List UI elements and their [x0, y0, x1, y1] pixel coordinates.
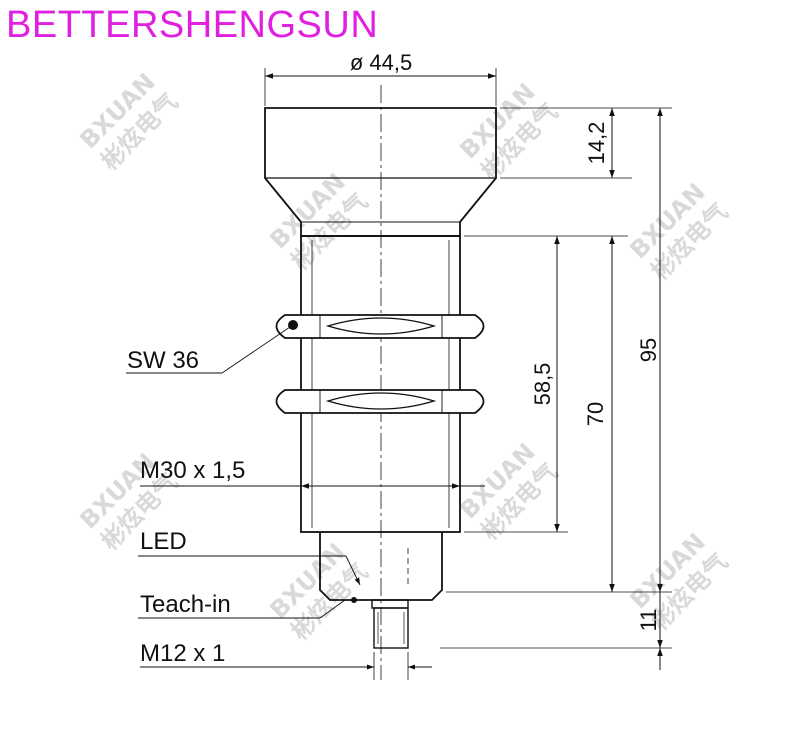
wrench-size-label: SW 36	[127, 347, 199, 374]
teach-in-label: Teach-in	[140, 591, 231, 618]
dim-total-length: 95	[636, 108, 663, 648]
hex-nut-upper	[275, 314, 485, 339]
dim-thread-length: 58,5	[530, 236, 560, 532]
callout-thread-size: M30 x 1,5	[140, 457, 485, 489]
callout-teach-in: Teach-in	[138, 591, 357, 619]
connector-length-label: 11	[636, 609, 661, 632]
top-diameter-label: ø 44,5	[350, 50, 412, 75]
dim-cap-height: 14,2	[584, 108, 615, 178]
callout-led: LED	[138, 528, 361, 586]
callout-connector-thread: M12 x 1	[140, 640, 432, 680]
hex-nut-lower	[275, 389, 485, 414]
cap-height-label: 14,2	[584, 122, 609, 165]
callout-wrench-size: SW 36	[126, 324, 294, 374]
dim-body-length: 70	[583, 236, 615, 592]
body-length-label: 70	[583, 402, 608, 426]
total-length-label: 95	[636, 338, 661, 362]
thread-size-label: M30 x 1,5	[140, 457, 245, 484]
dim-top-diameter: ø 44,5	[264, 50, 497, 106]
dim-connector-length: 11	[636, 570, 663, 670]
threaded-body	[300, 235, 461, 533]
connector-thread-label: M12 x 1	[140, 640, 225, 667]
thread-length-label: 58,5	[530, 363, 555, 406]
brand-title: BETTERSHENGSUN	[6, 4, 379, 46]
led-label: LED	[140, 528, 187, 555]
m12-connector	[371, 599, 409, 649]
